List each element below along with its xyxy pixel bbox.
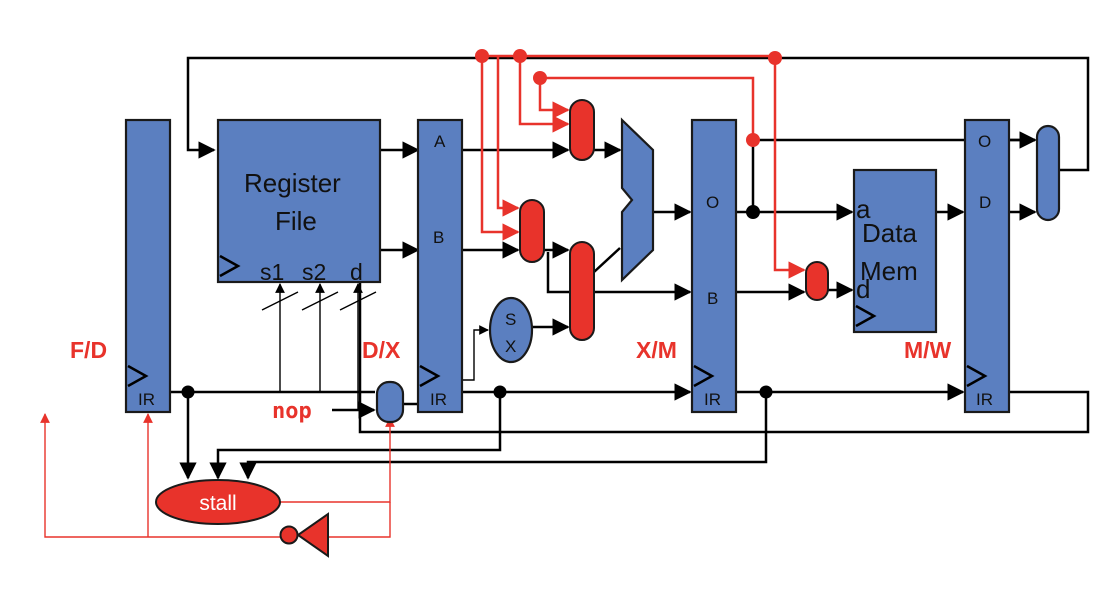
regfile-port-s2: s2 [302,259,326,285]
stall-unit: stall [155,479,281,525]
mw-register: O D IR [963,118,1011,414]
regfile-port-s1: s1 [260,259,284,285]
forwarding-wires [40,54,806,538]
mw-o-label: O [978,132,991,151]
stage-label-mw: M/W [904,337,952,363]
regfile-port-d: d [350,259,363,285]
dx-register: A B IR [416,118,464,414]
regfile-title-line1: Register [244,168,341,198]
register-file: Register File s1 s2 d [216,118,382,285]
dx-a-label: A [434,132,446,151]
mux-alu-b [569,241,595,341]
mw-ir-label: IR [976,390,993,409]
regfile-title-line2: File [275,206,317,236]
forwarding-muxes [375,99,1061,424]
datamem-title-line1: Data [862,218,917,248]
data-memory: Data Mem a d [852,168,938,334]
alu [620,117,655,283]
stall-label: stall [199,492,236,515]
dx-ir-label: IR [430,390,447,409]
junction-dots [181,49,782,399]
nop-label: nop [272,399,312,424]
datamem-port-d: d [856,274,870,304]
sign-extend-s: S [505,310,516,329]
mux-b-bypass [519,199,545,263]
datamem-port-a: a [856,194,871,224]
mux-mem-data [805,261,829,301]
stall-inverter [279,512,329,558]
mw-d-label: D [979,193,991,212]
dx-b-label: B [433,228,444,247]
mux-alu-a [569,99,595,161]
fd-ir-label: IR [138,390,155,409]
stage-label-dx: D/X [362,337,401,363]
stage-label-xm: X/M [636,337,677,363]
fd-register: IR [124,118,172,414]
sign-extend-unit: S X [488,296,534,364]
xm-ir-label: IR [704,390,721,409]
stage-label-fd: F/D [70,337,107,363]
xm-o-label: O [706,193,719,212]
mux-writeback [1035,124,1061,222]
mux-nop [375,380,405,424]
xm-register: O B IR [690,118,738,414]
sign-extend-x: X [505,337,516,356]
datamem-title-line2: Mem [860,256,918,286]
xm-b-label: B [707,289,718,308]
